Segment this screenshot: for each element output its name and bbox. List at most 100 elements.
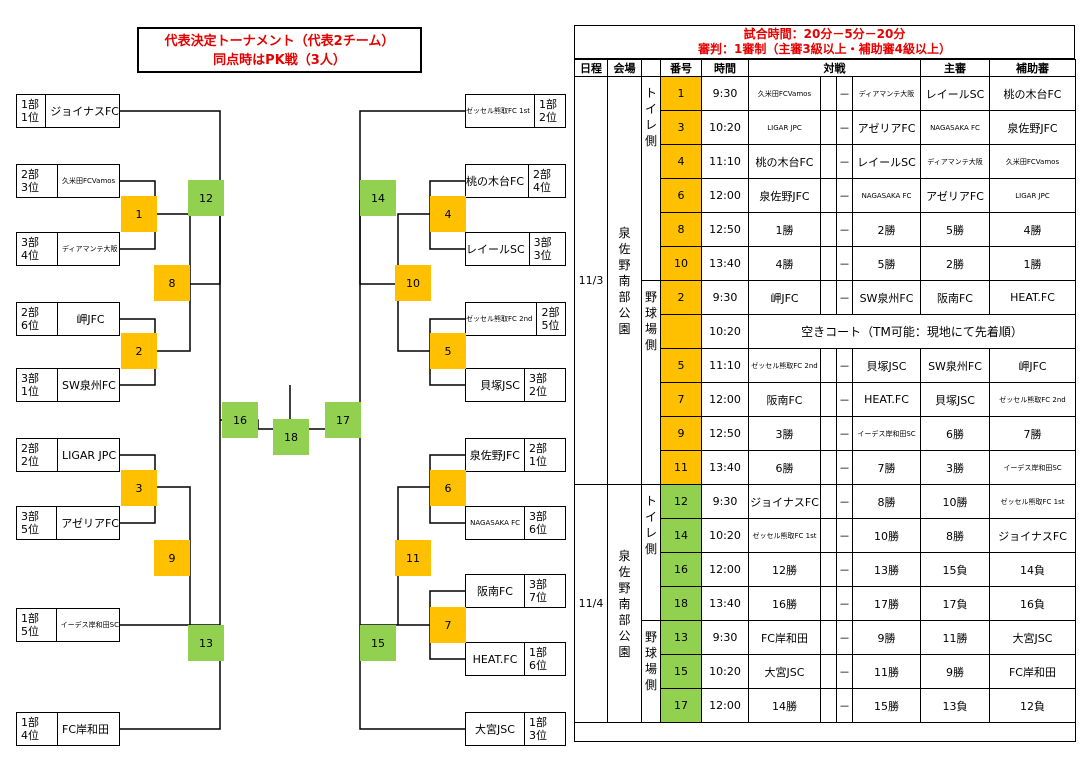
team-b: 9勝: [852, 620, 921, 655]
team-b: 貝塚JSC: [852, 348, 921, 383]
assistant: 桃の木台FC: [989, 76, 1076, 111]
title-line1: 代表決定トーナメント（代表2チーム）: [164, 34, 395, 49]
match-time: 12:00: [701, 382, 749, 417]
match-marker: 16: [222, 402, 258, 438]
team-name: 桃の木台FC: [466, 175, 525, 188]
match-time: 9:30: [701, 484, 749, 519]
referee: 2勝: [920, 246, 990, 281]
team-b: イーデス岸和田SC: [852, 416, 921, 451]
team-b: 2勝: [852, 212, 921, 247]
assistant: 14負: [989, 552, 1076, 587]
referee: ディアマンテ大阪: [920, 144, 990, 179]
team-name: ジョイナスFC: [50, 105, 119, 118]
match-marker: 7: [430, 607, 466, 643]
team-name: LIGAR JPC: [62, 448, 117, 462]
day-date: 11/4: [574, 484, 608, 723]
assistant: 大宮JSC: [989, 620, 1076, 655]
team-name: 泉佐野JFC: [469, 449, 520, 462]
team-b: ディアマンテ大阪: [852, 76, 921, 111]
team-name: SW泉州FC: [62, 379, 116, 392]
match-number: 4: [660, 144, 702, 179]
match-number: 12: [660, 484, 702, 519]
assistant: ゼッセル熊取FC 1st: [989, 484, 1076, 519]
match-number: 2: [660, 280, 702, 315]
referee: 13負: [920, 688, 990, 723]
team-a: 大宮JSC: [748, 654, 821, 689]
team-name: イーデス岸和田SC: [60, 621, 119, 629]
team-b: 11勝: [852, 654, 921, 689]
match-number: 11: [660, 450, 702, 485]
tournament-title: 代表決定トーナメント（代表2チーム） 同点時はPK戦（3人）: [137, 27, 422, 73]
match-time: 13:40: [701, 246, 749, 281]
team-a: 4勝: [748, 246, 821, 281]
match-time: 9:30: [701, 620, 749, 655]
referee: 8勝: [920, 518, 990, 553]
referee: 15負: [920, 552, 990, 587]
team-a: LIGAR JPC: [748, 110, 821, 145]
match-number: 3: [660, 110, 702, 145]
match-number: 14: [660, 518, 702, 553]
match-marker: 15: [360, 625, 396, 661]
venue: 泉佐野南部公園: [607, 76, 642, 485]
team-b: アゼリアFC: [852, 110, 921, 145]
team-name: ゼッセル熊取FC 2nd: [466, 315, 533, 323]
match-number: 5: [660, 348, 702, 383]
team-a: 14勝: [748, 688, 821, 723]
court-side: 野球場側: [641, 620, 661, 723]
team-name: HEAT.FC: [472, 652, 518, 666]
venue: 泉佐野南部公園: [607, 484, 642, 723]
assistant: ジョイナスFC: [989, 518, 1076, 553]
day-date: 11/3: [574, 76, 608, 485]
match-time: 12:50: [701, 212, 749, 247]
match-marker: 5: [430, 333, 466, 369]
match-number: 6: [660, 178, 702, 213]
referee: 3勝: [920, 450, 990, 485]
match-time: 10:20: [701, 314, 749, 349]
assistant: 12負: [989, 688, 1076, 723]
referee: 貝塚JSC: [920, 382, 990, 417]
assistant: LIGAR JPC: [989, 178, 1076, 213]
team-name: 岬JFC: [76, 313, 105, 326]
court-side: 野球場側: [641, 280, 661, 485]
team-a: 1勝: [748, 212, 821, 247]
team-a: ゼッセル熊取FC 1st: [748, 518, 821, 553]
match-time: 10:20: [701, 518, 749, 553]
match-marker: 12: [188, 180, 224, 216]
schedule-header: 試合時間：20分－5分－20分 審判：1審制（主審3級以上・補助審4級以上）: [574, 25, 1075, 59]
match-number: 10: [660, 246, 702, 281]
referee: 9勝: [920, 654, 990, 689]
team-name: NAGASAKA FC: [470, 519, 520, 527]
match-marker: 6: [430, 470, 466, 506]
match-number: 17: [660, 688, 702, 723]
referee: レイールSC: [920, 76, 990, 111]
team-name: ディアマンテ大阪: [62, 245, 118, 253]
match-number: 18: [660, 586, 702, 621]
match-number: 13: [660, 620, 702, 655]
empty-court-note: 空きコート（TM可能：現地にて先着順）: [748, 314, 1076, 349]
match-number: 9: [660, 416, 702, 451]
team-name: アゼリアFC: [61, 517, 119, 530]
title-line2: 同点時はPK戦（3人）: [213, 53, 346, 68]
match-number: 7: [660, 382, 702, 417]
team-b: 7勝: [852, 450, 921, 485]
match-marker: 14: [360, 180, 396, 216]
assistant: 16負: [989, 586, 1076, 621]
